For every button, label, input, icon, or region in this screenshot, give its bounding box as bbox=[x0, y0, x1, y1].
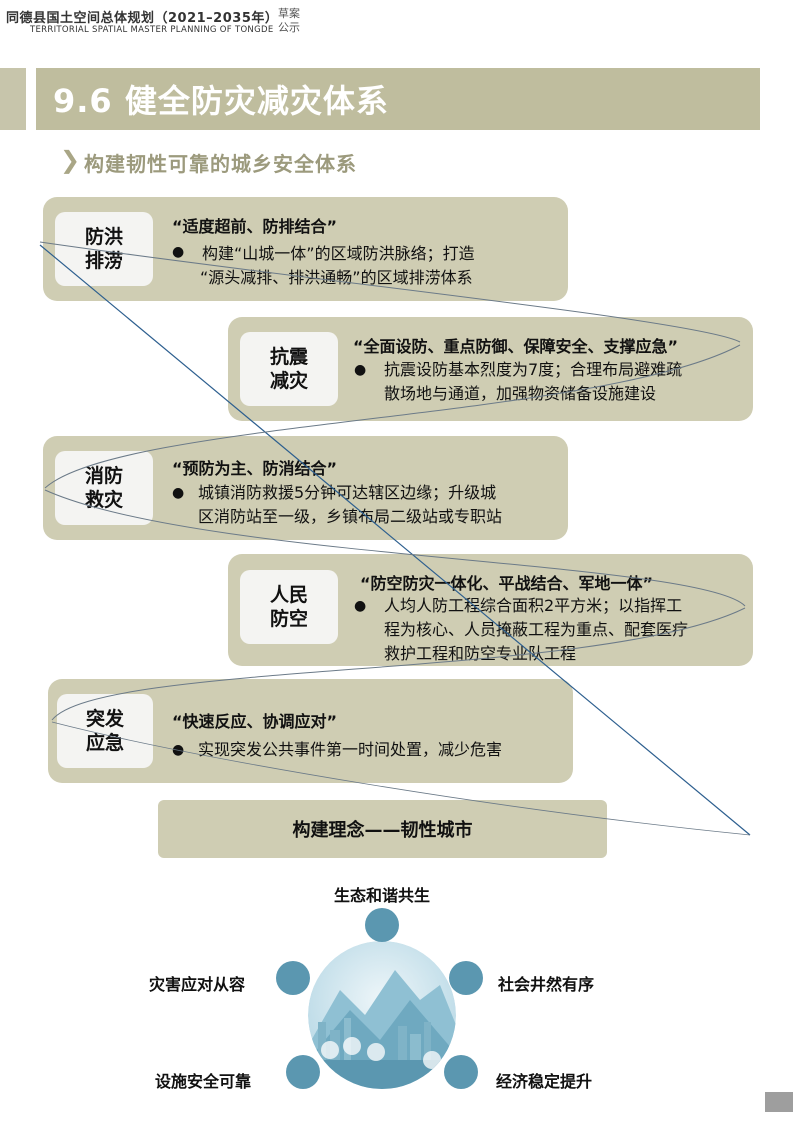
tag-line: 抗震 bbox=[269, 346, 308, 368]
bullet-dot: ● bbox=[354, 598, 367, 614]
chevron-right-icon: ❯ bbox=[60, 146, 81, 174]
tag-line: 防洪 bbox=[84, 226, 123, 248]
tag-line: 突发 bbox=[85, 708, 124, 730]
swoosh-curve bbox=[44, 344, 741, 489]
label-social-order: 社会井然有序 bbox=[498, 975, 595, 994]
bullet-dot: ● bbox=[172, 485, 185, 501]
card-body-line: 构建“山城一体”的区域防洪脉络；打造 bbox=[202, 244, 475, 263]
draft-line-1: 草案 bbox=[278, 7, 300, 20]
swoosh-curve bbox=[44, 489, 746, 607]
card-body-line: 抗震设防基本烈度为7度；合理布局避难疏 bbox=[384, 360, 683, 379]
card-title: “预防为主、防消结合” bbox=[172, 459, 338, 478]
card-body: 城镇消防救援5分钟可达辖区边缘；升级城 区消防站至一级，乡镇布局二级站或专职站 bbox=[198, 481, 502, 529]
card-body-line: 区消防站至一级，乡镇布局二级站或专职站 bbox=[198, 507, 503, 526]
card-body-line: 人均人防工程综合面积2平方米；以指挥工 bbox=[384, 596, 683, 615]
bullet-dot: ● bbox=[354, 362, 367, 378]
node-top bbox=[365, 908, 399, 942]
draft-line-2: 公示 bbox=[278, 21, 300, 34]
label-economy: 经济稳定提升 bbox=[496, 1072, 593, 1091]
tag-line: 排涝 bbox=[84, 250, 123, 272]
card-title: “全面设防、重点防御、保障安全、支撑应急” bbox=[353, 337, 679, 356]
swoosh-curve bbox=[51, 721, 751, 836]
tag-line: 防空 bbox=[269, 608, 308, 630]
page-number-box bbox=[765, 1092, 793, 1112]
card-body-line: 救护工程和防空专业队工程 bbox=[384, 644, 577, 663]
tag-fire-rescue: 消防救灾 bbox=[55, 451, 153, 525]
tag-line: 减灾 bbox=[269, 370, 308, 392]
node-right-upper bbox=[449, 961, 483, 995]
label-ecology: 生态和谐共生 bbox=[334, 886, 431, 905]
card-body-line: 程为核心、人员掩蔽工程为重点、配套医疗 bbox=[384, 620, 689, 639]
label-disaster-response: 灾害应对从容 bbox=[149, 975, 246, 994]
title-side-tab bbox=[0, 68, 26, 130]
tag-line: 应急 bbox=[85, 732, 124, 754]
card-body-line: 城镇消防救援5分钟可达辖区边缘；升级城 bbox=[198, 483, 497, 502]
resilient-city-illustration bbox=[308, 941, 456, 1089]
card-title: “适度超前、防排结合” bbox=[172, 217, 338, 236]
swoosh-curve bbox=[51, 607, 746, 721]
tag-line: 人民 bbox=[269, 584, 308, 606]
card-body: 人均人防工程综合面积2平方米；以指挥工 程为核心、人员掩蔽工程为重点、配套医疗 … bbox=[384, 594, 688, 666]
card-body-line: 实现突发公共事件第一时间处置，减少危害 bbox=[198, 740, 503, 759]
tag-line: 救灾 bbox=[84, 489, 123, 511]
divider-line bbox=[39, 244, 751, 836]
node-right-lower bbox=[444, 1055, 478, 1089]
tag-earthquake: 抗震减灾 bbox=[240, 332, 338, 406]
tag-line: 消防 bbox=[84, 465, 123, 487]
draft-stamp: 草案 公示 bbox=[277, 7, 301, 35]
card-title: “防空防灾一体化、平战结合、军地一体” bbox=[360, 574, 654, 593]
card-title: “快速反应、协调应对” bbox=[172, 712, 338, 731]
concept-bar: 构建理念——韧性城市 bbox=[158, 800, 607, 858]
header-subtitle: TERRITORIAL SPATIAL MASTER PLANNING OF T… bbox=[30, 25, 274, 35]
section-title: 9.6 健全防灾减灾体系 bbox=[53, 82, 389, 120]
section-title-bar bbox=[36, 68, 760, 130]
label-facility-safety: 设施安全可靠 bbox=[155, 1072, 252, 1091]
card-body: 实现突发公共事件第一时间处置，减少危害 bbox=[198, 738, 502, 762]
node-left-lower bbox=[286, 1055, 320, 1089]
tag-flood-control: 防洪排涝 bbox=[55, 212, 153, 286]
swoosh-curve bbox=[39, 241, 741, 343]
bullet-dot: ● bbox=[172, 244, 185, 260]
node-left-upper bbox=[276, 961, 310, 995]
tag-civil-defense: 人民防空 bbox=[240, 570, 338, 644]
header-title: 同德县国土空间总体规划（2021–2035年） bbox=[6, 11, 279, 26]
section-subtitle: 构建韧性可靠的城乡安全体系 bbox=[84, 152, 357, 176]
tag-emergency: 突发应急 bbox=[57, 694, 153, 768]
